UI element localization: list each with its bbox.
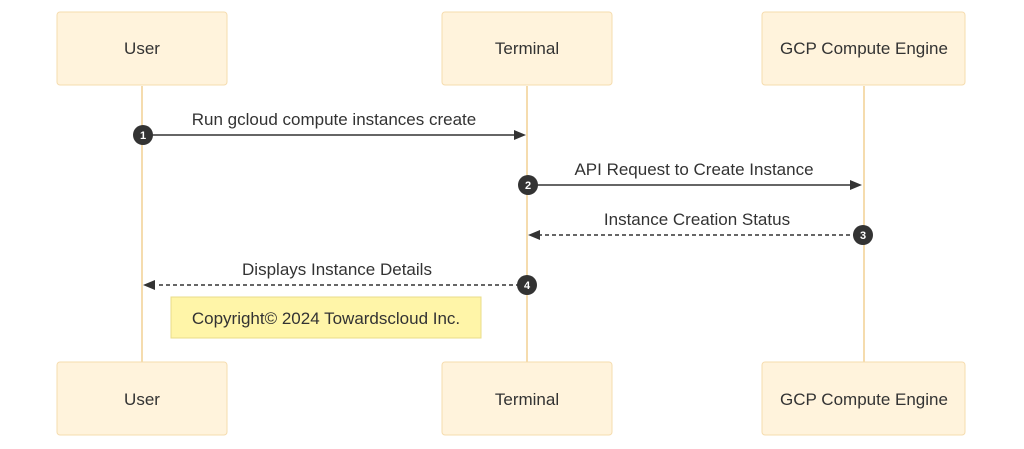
actor-user-top: User bbox=[56, 11, 228, 86]
arrow-head-left bbox=[528, 230, 540, 240]
step-number: 3 bbox=[860, 230, 866, 242]
actor-box bbox=[441, 361, 613, 436]
message-label: Displays Instance Details bbox=[242, 260, 432, 279]
actor-label: User bbox=[124, 39, 160, 58]
actor-label: GCP Compute Engine bbox=[780, 390, 948, 409]
step-number: 2 bbox=[525, 180, 531, 192]
note-text: Copyright© 2024 Towardscloud Inc. bbox=[192, 309, 460, 328]
step-number: 1 bbox=[140, 130, 146, 142]
step-badge bbox=[853, 225, 873, 245]
step-badge bbox=[518, 175, 538, 195]
arrow-head-right bbox=[850, 180, 862, 190]
step-number: 4 bbox=[524, 280, 531, 292]
actor-label: User bbox=[124, 390, 160, 409]
actor-user-bottom: User bbox=[56, 361, 228, 436]
actor-box bbox=[761, 361, 966, 436]
actor-box bbox=[441, 11, 613, 86]
arrow-head-right bbox=[514, 130, 526, 140]
actor-label: Terminal bbox=[495, 39, 559, 58]
actor-gcp-bottom: GCP Compute Engine bbox=[761, 361, 966, 436]
arrow-head-left bbox=[143, 280, 155, 290]
actor-box bbox=[56, 361, 228, 436]
message-label: API Request to Create Instance bbox=[574, 160, 813, 179]
message-label: Run gcloud compute instances create bbox=[192, 110, 476, 129]
message-3: Instance Creation Status 3 bbox=[528, 210, 873, 245]
actor-box bbox=[761, 11, 966, 86]
message-2: API Request to Create Instance 2 bbox=[518, 160, 862, 195]
step-badge bbox=[517, 275, 537, 295]
copyright-note: Copyright© 2024 Towardscloud Inc. bbox=[170, 296, 482, 339]
message-1: Run gcloud compute instances create 1 bbox=[133, 110, 526, 145]
actor-label: Terminal bbox=[495, 390, 559, 409]
actor-box bbox=[56, 11, 228, 86]
actor-label: GCP Compute Engine bbox=[780, 39, 948, 58]
message-4: Displays Instance Details 4 bbox=[143, 260, 537, 295]
actor-terminal-top: Terminal bbox=[441, 11, 613, 86]
message-label: Instance Creation Status bbox=[604, 210, 790, 229]
actor-terminal-bottom: Terminal bbox=[441, 361, 613, 436]
actor-gcp-top: GCP Compute Engine bbox=[761, 11, 966, 86]
step-badge bbox=[133, 125, 153, 145]
note-box bbox=[170, 296, 482, 339]
